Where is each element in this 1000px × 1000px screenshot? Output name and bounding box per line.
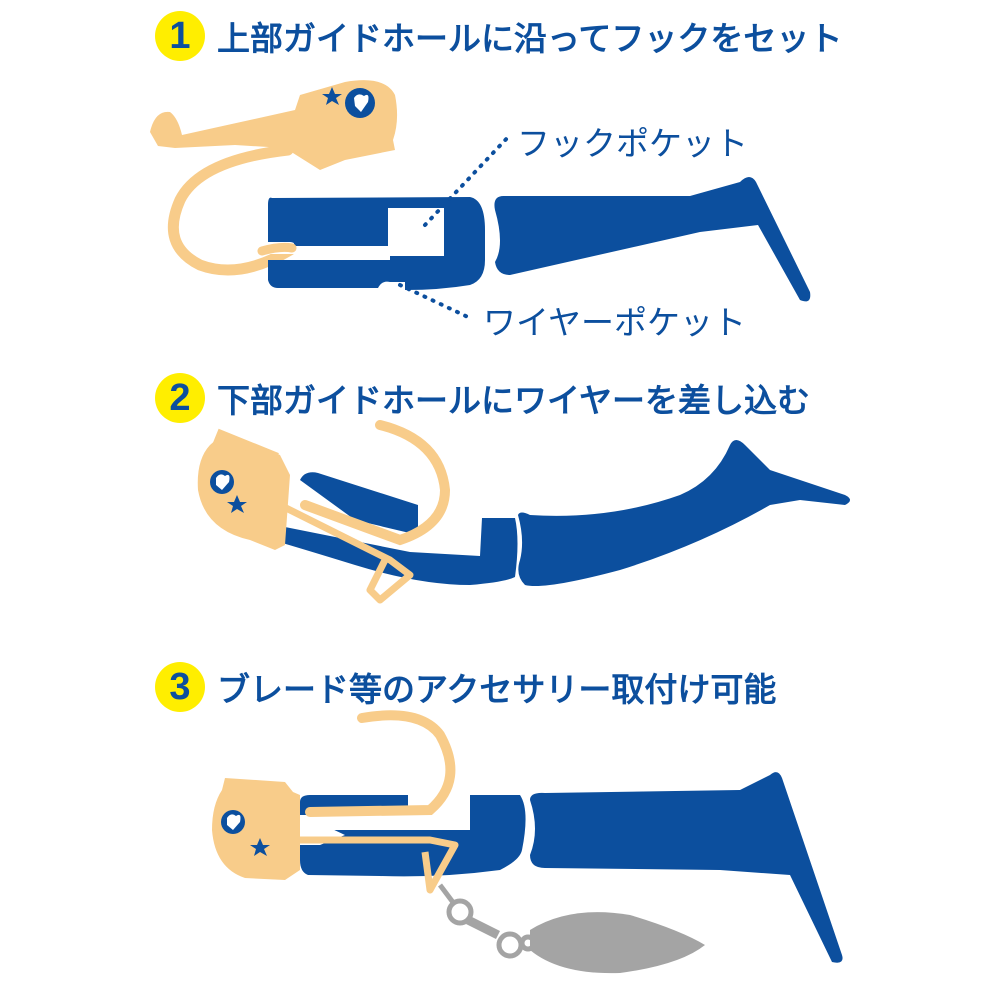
hook-icon	[167, 144, 296, 276]
hook-icon	[305, 710, 456, 817]
step3-illustration	[212, 710, 843, 974]
step-1-title: 上部ガイドホールに沿ってフックをセット	[217, 19, 843, 58]
step-2-header: 2 下部ガイドホールにワイヤーを差し込む	[155, 373, 810, 423]
star-icon	[227, 495, 247, 513]
star-icon	[322, 87, 342, 105]
step-1-badge: 1	[155, 11, 205, 61]
heart-icon	[216, 474, 230, 490]
wire-loop-icon	[300, 836, 459, 894]
soft-bait-body-icon	[268, 177, 811, 302]
step2-illustration	[197, 420, 850, 604]
jig-head-icon	[197, 428, 290, 550]
hook-icon	[300, 420, 451, 546]
step-3-title: ブレード等のアクセサリー取付け可能	[217, 670, 777, 709]
step-3-badge: 3	[155, 662, 205, 712]
step-2-badge: 2	[155, 373, 205, 423]
step1-illustration	[150, 80, 811, 320]
star-icon	[250, 838, 270, 856]
step-2-title: 下部ガイドホールにワイヤーを差し込む	[217, 381, 811, 420]
swivel-chain-icon	[438, 883, 537, 959]
wire-pocket-label: ワイヤーポケット	[483, 303, 747, 342]
step-1-header: 1 上部ガイドホールに沿ってフックをセット	[155, 11, 842, 61]
jig-head-icon	[212, 778, 300, 880]
soft-bait-body-icon	[255, 440, 850, 586]
blade-icon	[530, 912, 705, 974]
heart-icon	[354, 94, 369, 112]
hook-pocket-label: フックポケット	[517, 124, 748, 163]
wire-loop-icon	[278, 501, 414, 604]
wire-pocket-leader	[398, 283, 472, 320]
step-3-header: 3 ブレード等のアクセサリー取付け可能	[155, 662, 776, 712]
hook-pocket-leader	[423, 133, 512, 227]
heart-icon	[227, 814, 241, 830]
